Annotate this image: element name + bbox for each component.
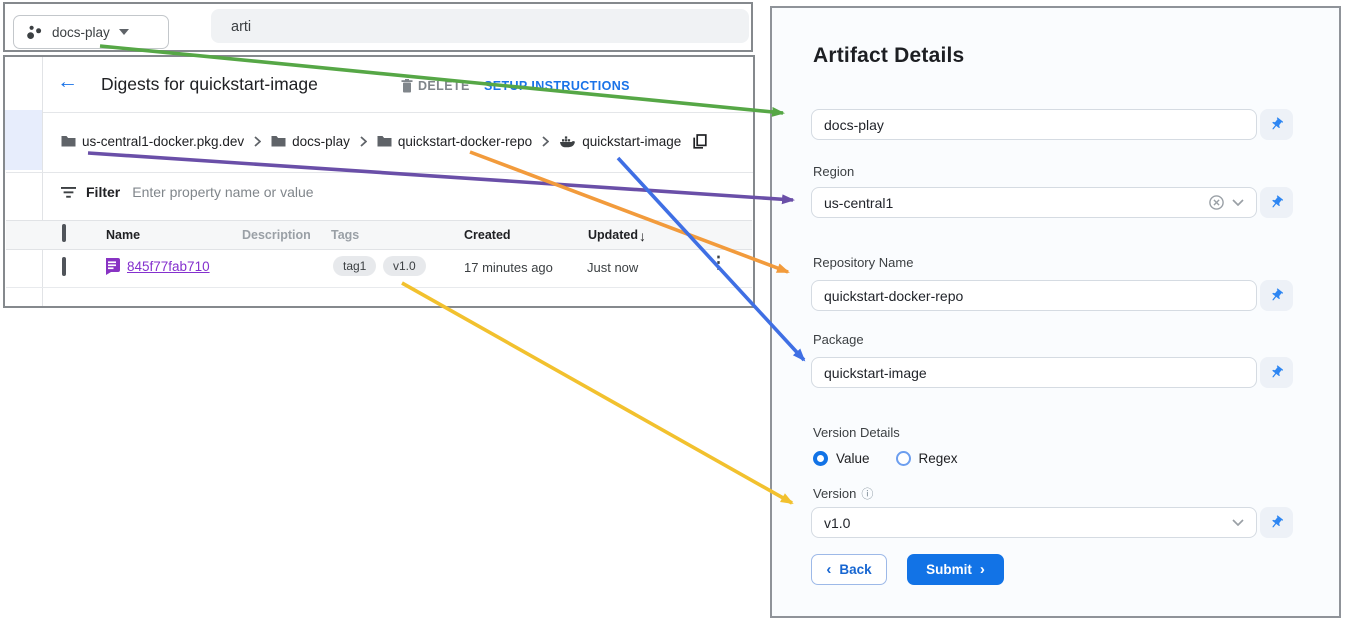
back-button[interactable]: ‹ Back <box>811 554 887 585</box>
pin-icon <box>1272 288 1284 301</box>
chevron-down-icon <box>118 29 129 35</box>
tag-pill-v1-0[interactable]: v1.0 <box>383 256 426 276</box>
submit-button[interactable]: Submit › <box>907 554 1004 585</box>
breadcrumb-project[interactable]: docs-play <box>271 134 350 149</box>
project-selector-button[interactable]: docs-play <box>13 15 169 49</box>
page-title: Digests for quickstart-image <box>101 74 318 94</box>
repository-input[interactable]: quickstart-docker-repo <box>811 280 1257 311</box>
filter-bar: Filter <box>61 177 495 207</box>
row-actions-menu-icon[interactable]: ⋮ <box>710 253 727 272</box>
version-field: v1.0 <box>811 507 1293 538</box>
tag-pill-tag1[interactable]: tag1 <box>333 256 377 276</box>
table-header: Name Description Tags Created Updated ↓ <box>6 220 752 250</box>
breadcrumb-repository[interactable]: quickstart-docker-repo <box>377 134 532 149</box>
project-selector-label: docs-play <box>52 24 110 40</box>
breadcrumb: us-central1-docker.pkg.dev docs-play qui… <box>61 130 707 152</box>
version-details-radio-group: Value Regex <box>813 451 958 466</box>
package-input[interactable]: quickstart-image <box>811 357 1257 388</box>
delete-label: DELETE <box>418 79 470 93</box>
row-checkbox[interactable] <box>62 257 66 276</box>
info-icon[interactable]: ⓘ <box>861 487 874 501</box>
filter-icon <box>61 186 76 198</box>
radio-selected-icon <box>813 451 828 466</box>
version-input[interactable]: v1.0 <box>811 507 1257 538</box>
filter-label: Filter <box>86 184 121 200</box>
region-field: us-central1 <box>811 187 1293 218</box>
chevron-right-icon: › <box>979 561 985 578</box>
package-label: Package <box>813 332 864 347</box>
search-input[interactable] <box>229 9 718 45</box>
chevron-left-icon: ‹ <box>826 561 832 578</box>
pin-button[interactable] <box>1260 280 1293 311</box>
nav-divider <box>42 57 43 306</box>
version-arrow <box>401 281 794 505</box>
clear-icon[interactable] <box>1209 195 1224 210</box>
region-input[interactable]: us-central1 <box>811 187 1257 218</box>
breadcrumb-registry-host[interactable]: us-central1-docker.pkg.dev <box>61 134 244 149</box>
console-topbar: docs-play <box>3 2 753 52</box>
updated-cell: Just now <box>587 260 639 275</box>
folder-icon <box>61 136 76 147</box>
chevron-right-icon <box>542 135 550 147</box>
digest-link[interactable]: 845f77fab710 <box>127 259 210 274</box>
digest-icon <box>104 258 120 275</box>
header-divider <box>43 112 753 113</box>
breadcrumb-divider <box>6 172 753 173</box>
project-input[interactable]: docs-play <box>811 109 1257 140</box>
nav-selected-highlight <box>5 110 42 170</box>
artifact-details-panel: Artifact Details docs-play Region us-cen… <box>770 6 1341 618</box>
pin-icon <box>1272 515 1284 528</box>
panel-title: Artifact Details <box>813 44 965 67</box>
created-cell: 17 minutes ago <box>464 260 553 275</box>
project-dots-icon <box>27 25 42 39</box>
setup-instructions-label: SETUP INSTRUCTIONS <box>484 79 630 93</box>
column-header-description[interactable]: Description <box>242 228 311 242</box>
column-header-updated[interactable]: Updated <box>588 228 638 242</box>
pin-icon <box>1272 117 1284 130</box>
version-label: Version ⓘ <box>813 486 874 501</box>
breadcrumb-package[interactable]: quickstart-image <box>559 134 681 149</box>
package-field: quickstart-image <box>811 357 1293 388</box>
sort-descending-icon[interactable]: ↓ <box>639 228 646 244</box>
pin-icon <box>1272 195 1284 208</box>
delete-button[interactable]: DELETE <box>401 79 470 93</box>
back-arrow-icon[interactable]: ← <box>57 70 78 93</box>
table-row: 845f77fab710 tag1 v1.0 17 minutes ago Ju… <box>6 249 752 288</box>
repository-field: quickstart-docker-repo <box>811 280 1293 311</box>
console-search-box <box>211 9 749 45</box>
radio-unselected-icon <box>895 451 911 466</box>
pin-icon <box>1272 365 1284 378</box>
pin-button[interactable] <box>1260 109 1293 140</box>
copy-icon[interactable] <box>693 133 707 149</box>
chevron-right-icon <box>254 135 262 147</box>
dropdown-chevron-icon[interactable] <box>1232 519 1244 526</box>
filter-input[interactable] <box>130 183 495 201</box>
folder-icon <box>271 136 286 147</box>
select-all-checkbox[interactable] <box>62 224 66 242</box>
dropdown-chevron-icon[interactable] <box>1232 199 1244 206</box>
pin-button[interactable] <box>1260 357 1293 388</box>
project-field: docs-play <box>811 109 1293 140</box>
pin-button[interactable] <box>1260 187 1293 218</box>
setup-instructions-button[interactable]: SETUP INSTRUCTIONS <box>484 79 630 93</box>
digests-window: ← Digests for quickstart-image DELETE SE… <box>3 55 755 308</box>
repository-label: Repository Name <box>813 255 914 270</box>
version-details-label: Version Details <box>813 425 900 440</box>
region-label: Region <box>813 164 855 179</box>
folder-icon <box>377 136 392 147</box>
column-header-tags[interactable]: Tags <box>331 228 360 242</box>
radio-regex[interactable]: Regex <box>895 451 958 466</box>
docker-image-icon <box>560 135 576 147</box>
radio-value[interactable]: Value <box>813 451 870 466</box>
column-header-name[interactable]: Name <box>106 228 141 242</box>
trash-icon <box>401 79 413 93</box>
pin-button[interactable] <box>1260 507 1293 538</box>
chevron-right-icon <box>360 135 367 147</box>
column-header-created[interactable]: Created <box>464 228 511 242</box>
